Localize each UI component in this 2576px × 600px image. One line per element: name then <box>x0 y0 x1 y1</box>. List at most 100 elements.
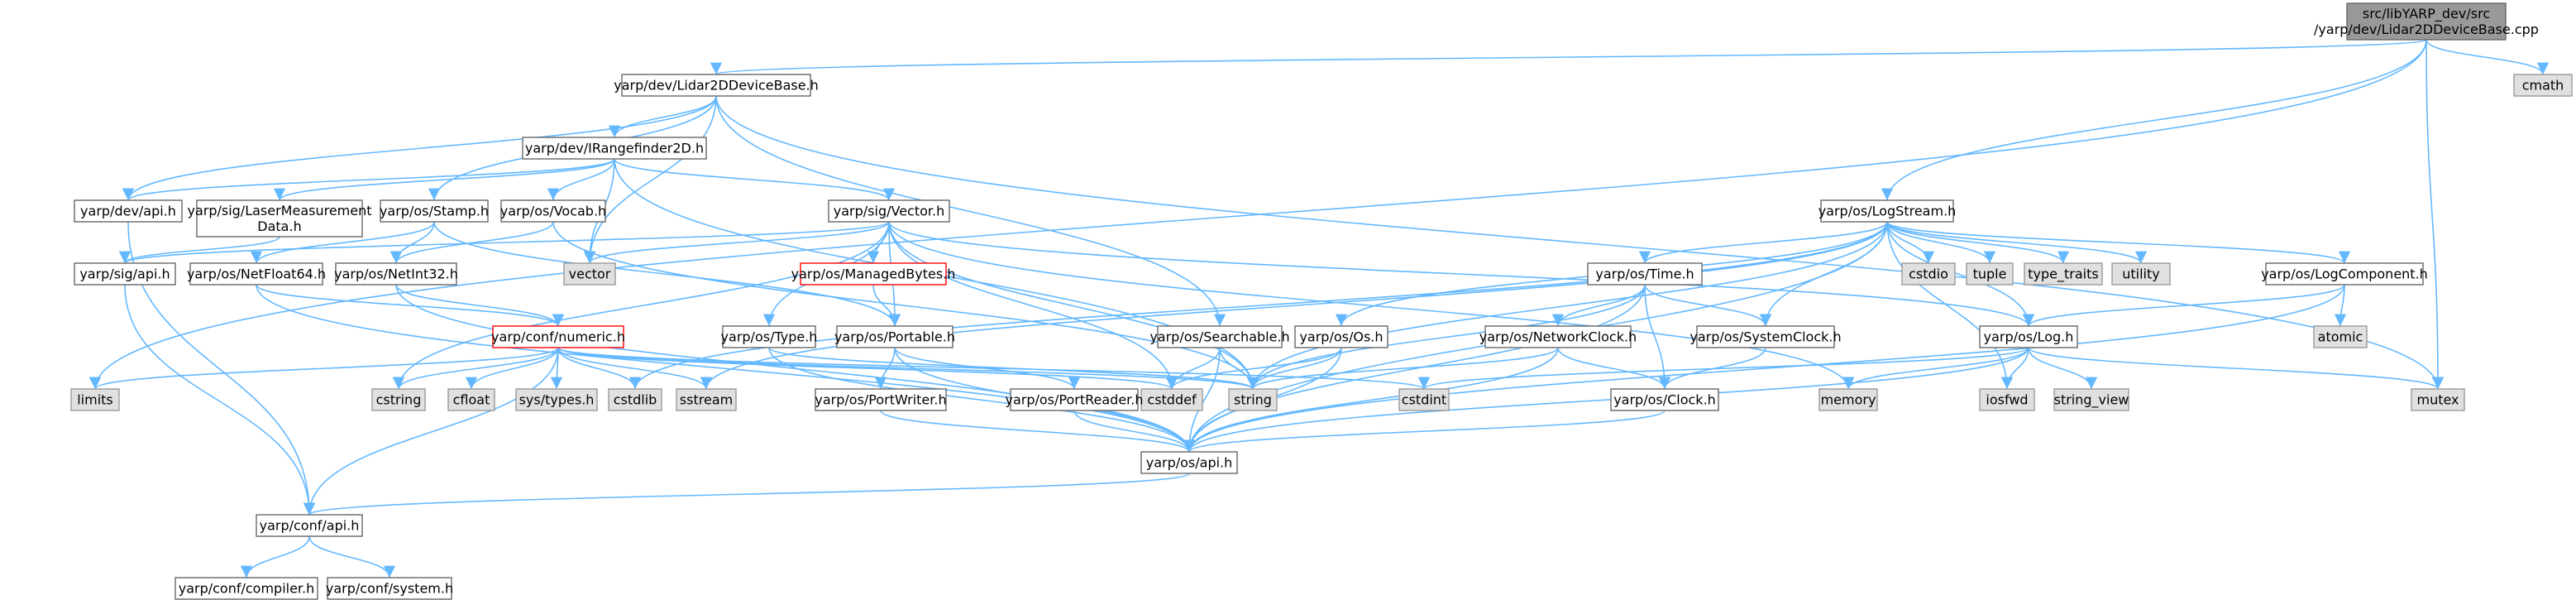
node-atomic: atomic <box>2313 325 2368 348</box>
node-box-typetraits <box>2024 262 2103 286</box>
edge-numeric-to-cstdint <box>557 347 1430 390</box>
edge-logcomp-to-osapi <box>1183 284 2345 453</box>
edge-clock-to-osapi <box>1183 410 1666 453</box>
node-logcomp[interactable]: yarp/os/LogComponent.h <box>2261 262 2428 286</box>
node-box-devapi <box>74 199 183 223</box>
edge-sigvector-to-cstddef <box>888 221 1178 390</box>
node-sigapi[interactable]: yarp/sig/api.h <box>74 262 176 286</box>
edge-log-to-cstdint <box>1418 347 2029 390</box>
node-box-ostype <box>722 325 816 348</box>
nodes-layer: src/libYARP_dev/src/yarp/dev/Lidar2DDevi… <box>70 2 2573 600</box>
node-box-tuple <box>1966 262 2014 286</box>
node-label-sysclock-line-0: yarp/os/SystemClock.h <box>1689 329 1841 345</box>
node-root[interactable]: src/libYARP_dev/src/yarp/dev/Lidar2DDevi… <box>2314 2 2539 41</box>
node-osapi[interactable]: yarp/os/api.h <box>1140 451 1238 474</box>
node-stamp[interactable]: yarp/os/Stamp.h <box>380 199 489 223</box>
node-box-cstdlib <box>608 388 662 411</box>
node-sysclock[interactable]: yarp/os/SystemClock.h <box>1689 325 1842 348</box>
edge-logstream-to-cstdio <box>1886 221 1935 264</box>
node-label-cfloat-line-0: cfloat <box>453 392 490 408</box>
node-sigvector[interactable]: yarp/sig/Vector.h <box>828 199 950 223</box>
node-managed[interactable]: yarp/os/ManagedBytes.h <box>791 262 956 286</box>
node-label-limits-line-0: limits <box>77 392 113 408</box>
edge-root-to-cmath <box>2425 39 2550 75</box>
node-devapi[interactable]: yarp/dev/api.h <box>74 199 183 223</box>
node-portwriter[interactable]: yarp/os/PortWriter.h <box>815 388 947 411</box>
edge-osapi-to-confapi <box>303 473 1190 516</box>
node-label-logcomp-line-0: yarp/os/LogComponent.h <box>2261 266 2428 282</box>
node-box-lidar <box>621 74 811 97</box>
node-vocab[interactable]: yarp/os/Vocab.h <box>500 199 606 223</box>
node-box-cstring <box>371 388 426 411</box>
node-box-time <box>1587 262 1703 286</box>
node-lidar[interactable]: yarp/dev/Lidar2DDeviceBase.h <box>614 74 819 97</box>
node-system[interactable]: yarp/conf/system.h <box>326 577 453 600</box>
node-box-searchable <box>1157 325 1283 348</box>
node-netfloat[interactable]: yarp/os/NetFloat64.h <box>187 262 326 286</box>
edge-log-to-osapi <box>1183 347 2029 453</box>
node-ostype[interactable]: yarp/os/Type.h <box>721 325 818 348</box>
node-time[interactable]: yarp/os/Time.h <box>1587 262 1703 286</box>
node-box-stamp <box>380 199 489 223</box>
edge-numeric-to-limits <box>89 347 559 390</box>
edge-netfloat-to-osapi <box>256 284 1196 453</box>
node-portreader[interactable]: yarp/os/PortReader.h <box>1005 388 1144 411</box>
edge-numeric-to-string <box>557 347 1259 390</box>
node-box-cfloat <box>447 388 495 411</box>
node-log[interactable]: yarp/os/Log.h <box>1979 325 2078 348</box>
edge-lidar-to-vector <box>583 95 717 264</box>
node-netint[interactable]: yarp/os/NetInt32.h <box>334 262 458 286</box>
node-cstdio: cstdio <box>1901 262 1956 286</box>
node-box-lmd <box>196 199 363 238</box>
node-searchable[interactable]: yarp/os/Searchable.h <box>1149 325 1290 348</box>
node-label-time-line-0: yarp/os/Time.h <box>1595 266 1694 282</box>
node-box-cstdint <box>1398 388 1450 411</box>
edge-lidar-to-devapi <box>122 95 717 201</box>
edge-logstream-to-sstream <box>700 221 1888 390</box>
node-label-cstdint-line-0: cstdint <box>1402 392 1446 408</box>
node-numeric[interactable]: yarp/conf/numeric.h <box>491 325 625 348</box>
node-clock[interactable]: yarp/os/Clock.h <box>1610 388 1719 411</box>
node-label-utility-line-0: utility <box>2122 266 2160 282</box>
node-box-portwriter <box>815 388 947 411</box>
edge-sigvector-to-vector <box>584 221 890 264</box>
edge-log-to-mutex <box>2028 347 2444 390</box>
node-label-vector-line-0: vector <box>569 266 611 282</box>
node-confapi[interactable]: yarp/conf/api.h <box>256 514 363 537</box>
node-label-tuple-line-0: tuple <box>1973 266 2007 282</box>
node-label-stamp-line-0: yarp/os/Stamp.h <box>380 204 489 219</box>
node-box-iosfwd <box>1979 388 2035 411</box>
node-netclock[interactable]: yarp/os/NetworkClock.h <box>1479 325 1637 348</box>
edge-netclock-to-string <box>1247 347 1559 390</box>
node-label-cstddef-line-0: cstddef <box>1147 392 1197 408</box>
node-label-systypes-line-0: sys/types.h <box>519 392 595 408</box>
node-box-root <box>2346 2 2507 41</box>
node-vector: vector <box>563 262 616 286</box>
edge-numeric-to-cfloat <box>465 347 559 390</box>
node-label-ostype-line-0: yarp/os/Type.h <box>721 329 818 345</box>
edge-logstream-to-log <box>1886 221 2035 327</box>
node-label-osos-line-0: yarp/os/Os.h <box>1299 329 1383 345</box>
node-irange[interactable]: yarp/dev/IRangefinder2D.h <box>522 137 707 160</box>
node-box-logstream <box>1820 199 1954 223</box>
edge-irange-to-vocab <box>547 158 615 201</box>
node-compiler[interactable]: yarp/conf/compiler.h <box>174 577 318 600</box>
node-label-portable-line-0: yarp/os/Portable.h <box>834 329 955 345</box>
node-box-system <box>327 577 452 600</box>
node-box-cmath <box>2513 74 2573 97</box>
node-label-memory-line-0: memory <box>1821 392 1876 408</box>
node-label-root-line-0: src/libYARP_dev/src <box>2363 6 2490 22</box>
edge-logstream-to-time <box>1638 221 1888 264</box>
node-stringview: string_view <box>2053 388 2129 411</box>
edge-stamp-to-portable <box>433 221 901 327</box>
edge-lmd-to-sigapi <box>118 236 280 264</box>
node-logstream[interactable]: yarp/os/LogStream.h <box>1818 199 1957 223</box>
node-portable[interactable]: yarp/os/Portable.h <box>834 325 955 348</box>
node-box-cstdio <box>1901 262 1956 286</box>
edge-logcomp-to-log <box>2023 284 2345 327</box>
node-osos[interactable]: yarp/os/Os.h <box>1294 325 1388 348</box>
node-label-atomic-line-0: atomic <box>2318 329 2363 345</box>
edge-numeric-to-sstream <box>557 347 713 390</box>
